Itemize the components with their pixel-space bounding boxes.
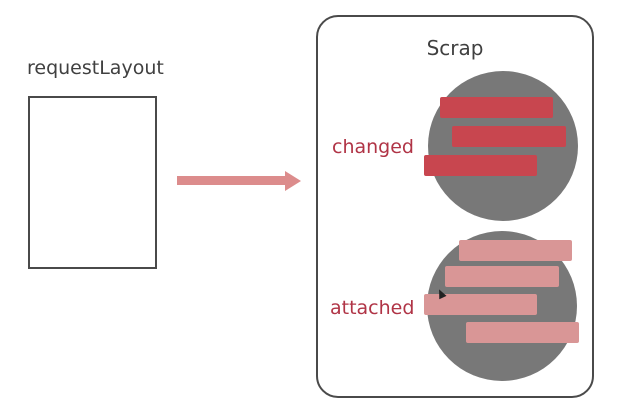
changed-view-bar [424, 155, 537, 176]
changed-view-bar [452, 126, 566, 147]
request-layout-label: requestLayout [27, 57, 164, 79]
flow-arrow-head [285, 171, 301, 191]
layout-document-box [28, 96, 157, 269]
changed-label: changed [332, 136, 414, 158]
attached-view-bar [459, 240, 572, 261]
scrap-title: Scrap [426, 36, 484, 60]
attached-view-bar [466, 322, 579, 343]
attached-view-bar [424, 294, 537, 315]
attached-view-bar [445, 266, 559, 287]
changed-view-bar [440, 97, 553, 118]
attached-label: attached [330, 297, 415, 319]
flow-arrow-shaft [177, 176, 287, 185]
